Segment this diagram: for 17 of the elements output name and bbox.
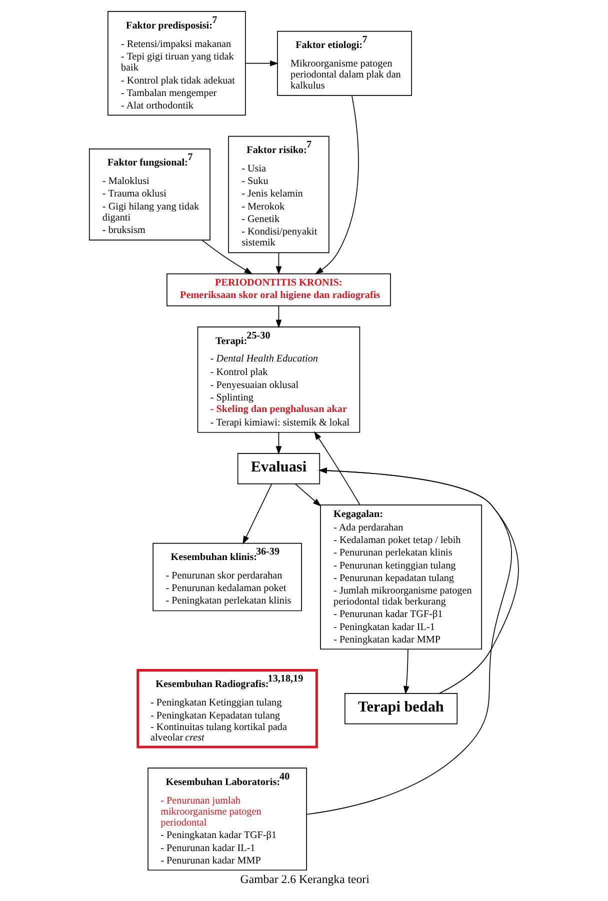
caption: Gambar 2.6 Kerangka teori bbox=[240, 872, 370, 886]
arrow bbox=[242, 483, 272, 544]
node-box: Terapi bedah bbox=[344, 693, 458, 724]
arrow bbox=[294, 483, 322, 507]
arrow bbox=[202, 240, 253, 274]
arrow bbox=[276, 432, 282, 455]
arrow bbox=[314, 95, 359, 274]
arrow bbox=[306, 468, 512, 815]
arrow bbox=[276, 306, 282, 328]
arrow bbox=[403, 648, 410, 695]
arrow bbox=[318, 468, 519, 694]
node-box: Evaluasi bbox=[237, 453, 320, 484]
node-box: PERIODONTITIS KRONIS: Pemeriksaan skor oral higiene dan radiografis bbox=[166, 273, 391, 306]
arrow bbox=[276, 252, 282, 275]
arrow bbox=[245, 60, 278, 66]
arrow bbox=[314, 431, 360, 506]
node-box: Kegagalan: - Ada perdarahan - Kedalaman poket tetap / lebih - Penurunan perlekatan klinis - Penurunan ketinggian tulang - Penurunan kepadatan tulang - Jumlah mikroorganisme patogen periodontal tidak berkurang - Penurunan kadar TGF-β1 - Peningkatan kadar IL-1 - Peningkatan kadar MMP bbox=[320, 504, 482, 650]
